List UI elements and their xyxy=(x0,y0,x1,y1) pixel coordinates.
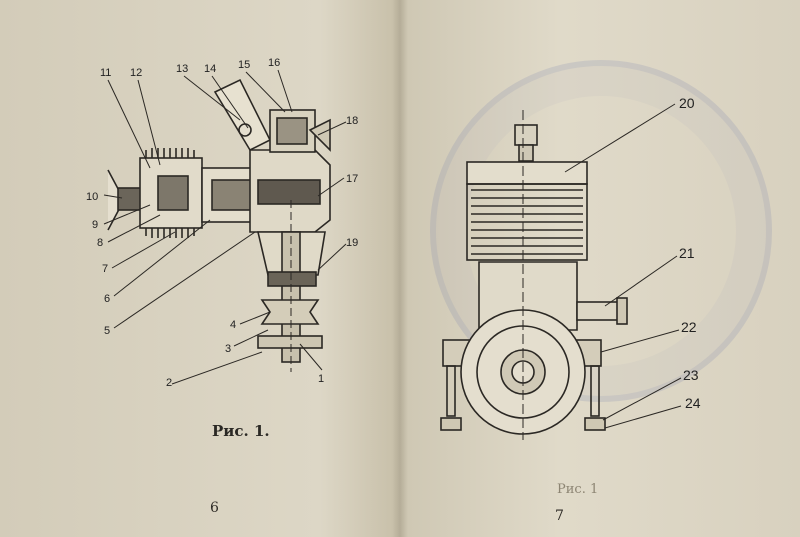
callout-5: 5 xyxy=(104,325,110,337)
callout-3: 3 xyxy=(225,343,231,355)
left-page: 1 2 3 4 5 6 7 8 9 10 11 12 13 14 15 16 1… xyxy=(0,0,395,537)
callout-13: 13 xyxy=(176,63,188,75)
page-number-right: 7 xyxy=(555,508,564,524)
callout-9: 9 xyxy=(92,219,98,231)
callout-14: 14 xyxy=(204,63,216,75)
callout-10: 10 xyxy=(86,191,98,203)
callout-4: 4 xyxy=(230,319,236,331)
callout-8: 8 xyxy=(97,237,103,249)
callout-15: 15 xyxy=(238,59,250,71)
callout-2: 2 xyxy=(166,377,172,389)
right-page: 20 21 22 23 24 Рис. 1 7 xyxy=(395,0,800,537)
left-callout-labels: 1 2 3 4 5 6 7 8 9 10 11 12 13 14 15 16 1… xyxy=(86,57,358,389)
cutaway-engine-drawing: 1 2 3 4 5 6 7 8 9 10 11 12 13 14 15 16 1… xyxy=(86,57,358,389)
callout-18: 18 xyxy=(346,115,358,127)
callout-22: 22 xyxy=(681,319,697,335)
figure-caption-right: Рис. 1 xyxy=(557,482,599,497)
callout-24: 24 xyxy=(685,395,701,411)
callout-19: 19 xyxy=(346,237,358,249)
callout-21: 21 xyxy=(679,245,695,261)
callout-20: 20 xyxy=(679,95,695,111)
callout-6: 6 xyxy=(104,293,110,305)
front-view-engine-drawing: 20 21 22 23 24 xyxy=(440,95,701,440)
callout-17: 17 xyxy=(346,173,358,185)
callout-16: 16 xyxy=(268,57,280,69)
right-callout-labels: 20 21 22 23 24 xyxy=(679,95,701,411)
callout-1: 1 xyxy=(318,373,324,385)
callout-11: 11 xyxy=(100,67,111,79)
callout-23: 23 xyxy=(683,367,699,383)
callout-7: 7 xyxy=(102,263,108,275)
callout-12: 12 xyxy=(130,67,142,79)
figure-caption-left: Рис. 1. xyxy=(212,422,270,440)
ink-stamp xyxy=(430,60,772,402)
page-number-left: 6 xyxy=(210,500,219,516)
